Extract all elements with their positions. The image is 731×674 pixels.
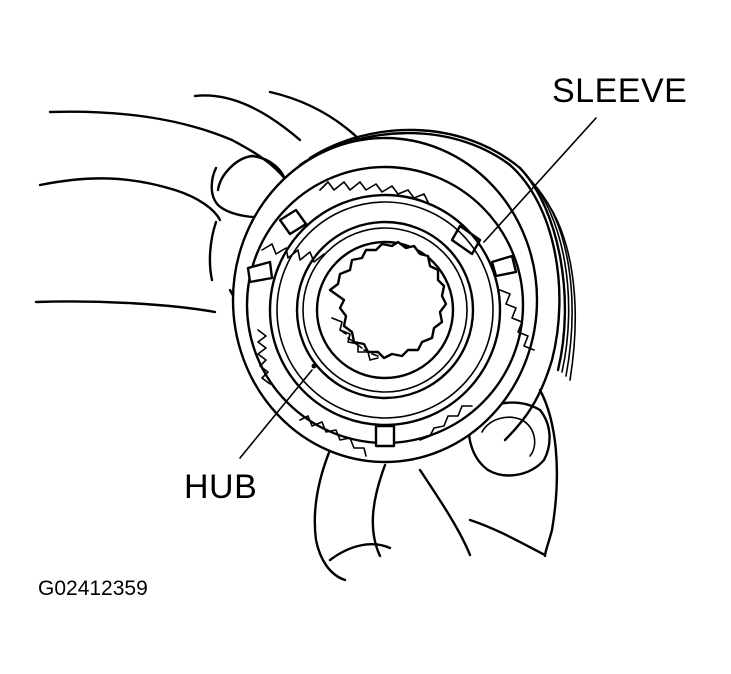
hub-label: HUB (184, 468, 258, 506)
hub-spline-bore (328, 240, 448, 361)
sleeve-leader-line (483, 117, 597, 243)
leader-lines (239, 117, 597, 459)
right-hand-drawing (313, 388, 559, 582)
hub-rings (268, 193, 502, 427)
hub-leader-line (239, 369, 313, 459)
sleeve-label: SLEEVE (552, 72, 688, 110)
figure-code: G02412359 (38, 577, 148, 600)
